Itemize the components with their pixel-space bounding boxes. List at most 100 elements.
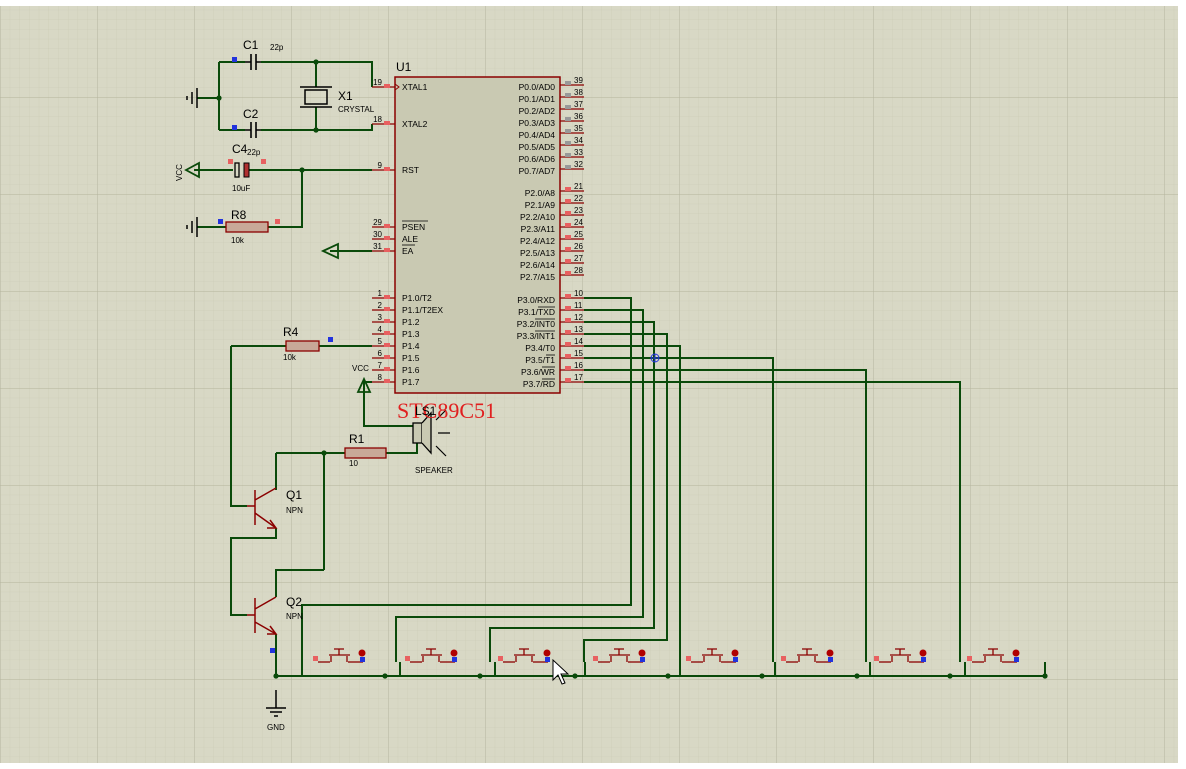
pin-pad	[384, 331, 390, 335]
button-pad	[313, 656, 318, 661]
wire-26	[584, 345, 681, 662]
resistor-r4[interactable]	[285, 337, 333, 352]
pin-name: P3.4/T0	[525, 343, 555, 353]
pin-number: 32	[574, 160, 583, 169]
pin-name: P3.5/T1	[525, 355, 555, 365]
pin-pad	[384, 307, 390, 311]
button-pad	[405, 656, 410, 661]
junction-dot	[382, 673, 388, 679]
probe-marker-cross	[651, 354, 659, 362]
push-button-5[interactable]	[686, 648, 739, 663]
c1-value: 22p	[270, 43, 284, 52]
resistor-r1[interactable]	[344, 447, 387, 459]
capacitor-c2[interactable]	[232, 122, 261, 138]
wire-22	[301, 297, 632, 662]
button-symbol	[890, 648, 911, 662]
push-button-7[interactable]	[874, 648, 927, 663]
pin-pad	[384, 319, 390, 323]
push-button-1[interactable]	[313, 648, 366, 663]
speaker-ls1[interactable]	[412, 409, 450, 457]
push-button-6[interactable]	[781, 648, 834, 663]
x1-value: CRYSTAL	[338, 105, 375, 114]
vcc-arrow-mid[interactable]	[356, 376, 372, 393]
pin-number: 38	[574, 88, 583, 97]
transistor-q1[interactable]	[247, 487, 278, 529]
pin-pad	[384, 224, 390, 228]
ground-symbol-lower[interactable]	[186, 217, 198, 237]
ground-symbol-upper[interactable]	[186, 88, 198, 108]
button-pad	[874, 656, 879, 661]
junction-dot	[273, 673, 279, 679]
pin-pad	[384, 343, 390, 347]
pin-pad	[565, 366, 571, 370]
frame-top	[0, 0, 1186, 6]
pin-number: 2	[378, 301, 383, 310]
resistor-r8[interactable]	[218, 219, 280, 233]
push-button-3[interactable]	[498, 648, 551, 663]
push-button-4[interactable]	[593, 648, 646, 663]
transistor-q2[interactable]	[247, 596, 278, 653]
r1-value: 10	[349, 459, 358, 468]
pin-name: P0.1/AD1	[519, 94, 556, 104]
mcu-body[interactable]	[394, 76, 561, 394]
button-actuator	[358, 649, 366, 657]
pin-name: PSEN	[402, 222, 425, 232]
capacitor-c1[interactable]	[232, 54, 261, 70]
gnd-symbol[interactable]	[266, 690, 286, 717]
push-buttons[interactable]	[313, 648, 1020, 663]
capacitor-c1-shape	[245, 54, 261, 70]
c2-value: 22p	[247, 148, 261, 157]
push-button-2[interactable]	[405, 648, 458, 663]
vcc-arrow-left[interactable]	[184, 161, 200, 179]
pin-name: P3.6/WR	[521, 367, 555, 377]
button-pad	[1014, 657, 1019, 662]
wire-13	[324, 440, 418, 454]
push-button-8[interactable]	[967, 648, 1020, 663]
capacitor-c4[interactable]	[228, 159, 266, 178]
button-symbol	[421, 648, 442, 662]
crystal-x1[interactable]	[300, 86, 332, 108]
ea-arrow[interactable]	[320, 242, 339, 260]
pin-number: 16	[574, 361, 583, 370]
